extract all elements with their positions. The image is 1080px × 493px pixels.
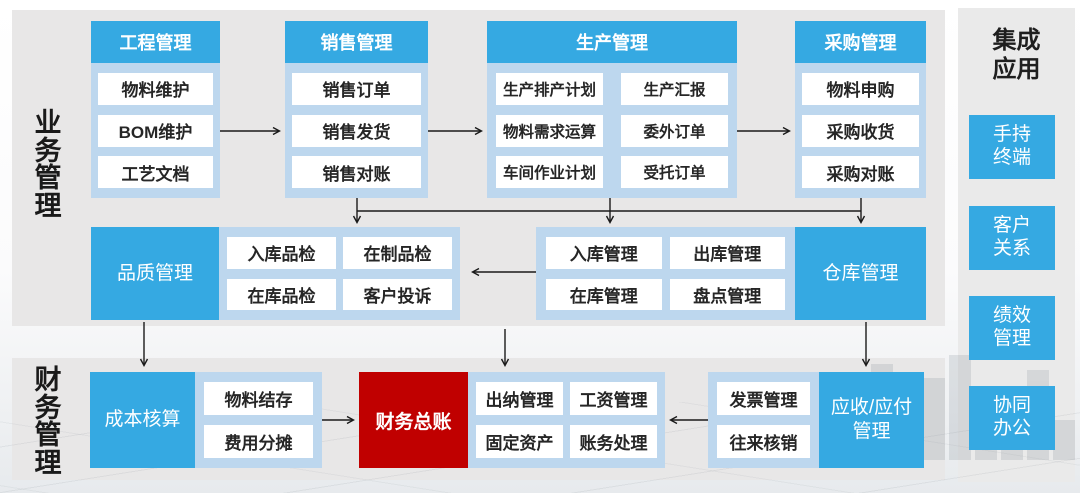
column-purchasing: 采购管理 物料申购 采购收货 采购对账 <box>795 21 926 198</box>
general-ledger-box: 财务总账 <box>359 372 468 468</box>
finance-section-label: 财 务 管 理 <box>34 365 62 478</box>
engineering-items: 物料维护 BOM维护 工艺文档 <box>91 63 220 198</box>
node-incoming-inspection: 入库品检 <box>227 237 336 269</box>
node-material-balance: 物料结存 <box>204 382 313 415</box>
node-consignment-order: 受托订单 <box>621 156 728 189</box>
node-expense-allocation: 费用分摊 <box>204 425 313 458</box>
node-purchase-receipt: 采购收货 <box>802 114 919 147</box>
node-invoice-management: 发票管理 <box>717 382 810 415</box>
node-sales-order: 销售订单 <box>292 72 421 105</box>
sidebar-item-collaborative-office: 协同 办公 <box>969 386 1055 450</box>
invoice-items-panel: 发票管理 往来核销 <box>708 372 819 468</box>
sales-items: 销售订单 销售发货 销售对账 <box>285 63 428 198</box>
purchasing-header: 采购管理 <box>795 21 926 63</box>
node-shop-floor-plan: 车间作业计划 <box>496 156 603 189</box>
sidebar-item-customer-relationship: 客户 关系 <box>969 206 1055 270</box>
quality-items-panel: 入库品检 在制品检 在库品检 客户投诉 <box>219 227 460 320</box>
cost-accounting-box: 成本核算 <box>90 372 195 468</box>
production-header: 生产管理 <box>487 21 737 63</box>
node-stocktaking-management: 盘点管理 <box>669 278 785 310</box>
column-sales: 销售管理 销售订单 销售发货 销售对账 <box>285 21 428 198</box>
node-material-maintenance: 物料维护 <box>98 72 213 105</box>
ar-ap-management-box: 应收/应付 管理 <box>819 372 924 468</box>
node-bom-maintenance: BOM维护 <box>98 114 213 147</box>
warehouse-items-panel: 入库管理 出库管理 在库管理 盘点管理 <box>536 227 795 320</box>
accounting-items-panel: 出纳管理 工资管理 固定资产 账务处理 <box>468 372 665 468</box>
node-account-processing: 账务处理 <box>570 425 657 458</box>
node-in-stock-inspection: 在库品检 <box>227 278 336 310</box>
node-fixed-assets: 固定资产 <box>476 425 563 458</box>
node-outbound-management: 出库管理 <box>669 237 785 269</box>
node-transaction-writeoff: 往来核销 <box>717 425 810 458</box>
node-payroll-management: 工资管理 <box>570 382 657 415</box>
node-in-process-inspection: 在制品检 <box>343 237 452 269</box>
node-process-documents: 工艺文档 <box>98 156 213 189</box>
node-sales-reconciliation: 销售对账 <box>292 156 421 189</box>
node-in-stock-management: 在库管理 <box>546 278 662 310</box>
node-purchase-reconciliation: 采购对账 <box>802 156 919 189</box>
engineering-header: 工程管理 <box>91 21 220 63</box>
purchasing-items: 物料申购 采购收货 采购对账 <box>795 63 926 198</box>
node-material-requisition: 物料申购 <box>802 72 919 105</box>
node-mrp-calculation: 物料需求运算 <box>496 114 603 147</box>
node-cashier-management: 出纳管理 <box>476 382 563 415</box>
node-outsourcing-order: 委外订单 <box>621 114 728 147</box>
cost-items-panel: 物料结存 费用分摊 <box>195 372 322 468</box>
column-engineering: 工程管理 物料维护 BOM维护 工艺文档 <box>91 21 220 198</box>
node-sales-delivery: 销售发货 <box>292 114 421 147</box>
warehouse-management-box: 仓库管理 <box>795 227 926 320</box>
integration-title: 集成 应用 <box>992 27 1041 83</box>
sidebar-item-performance-management: 绩效 管理 <box>969 296 1055 360</box>
node-inbound-management: 入库管理 <box>546 237 662 269</box>
quality-management-box: 品质管理 <box>91 227 219 320</box>
node-customer-complaint: 客户投诉 <box>343 278 452 310</box>
business-section-label: 业 务 管 理 <box>34 108 62 221</box>
production-items: 生产排产计划 物料需求运算 车间作业计划 生产汇报 委外订单 受托订单 <box>487 63 737 198</box>
sidebar-item-handheld-terminal: 手持 终端 <box>969 115 1055 179</box>
node-production-scheduling: 生产排产计划 <box>496 72 603 105</box>
sales-header: 销售管理 <box>285 21 428 63</box>
column-production: 生产管理 生产排产计划 物料需求运算 车间作业计划 生产汇报 委外订单 受托订单 <box>487 21 737 198</box>
node-production-report: 生产汇报 <box>621 72 728 105</box>
